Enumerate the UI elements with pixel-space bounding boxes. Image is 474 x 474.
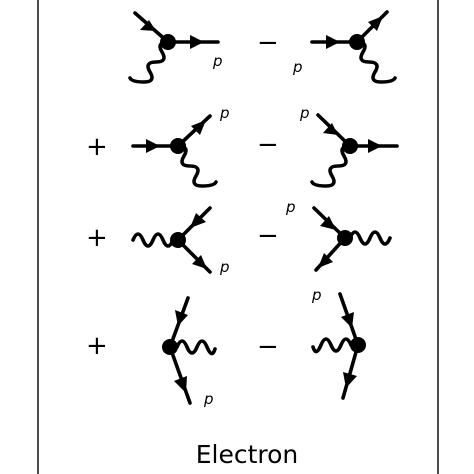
fermion-arrow xyxy=(146,139,160,153)
vertex-dot xyxy=(342,138,358,154)
fermion-arrow xyxy=(190,35,204,49)
momentum-label: p xyxy=(212,52,223,70)
minus-sign: − xyxy=(257,130,279,160)
row-3-left-vertex: p xyxy=(131,206,230,276)
fermion-arrow xyxy=(190,213,206,228)
momentum-label: p xyxy=(311,286,322,304)
photon-wavy-line xyxy=(355,40,397,84)
minus-sign: − xyxy=(257,332,279,362)
plus-sign: + xyxy=(86,132,108,162)
fermion-arrow xyxy=(341,312,354,328)
vertex-dot xyxy=(162,339,178,355)
fermion-arrow xyxy=(368,139,382,153)
momentum-label: p xyxy=(299,104,310,122)
plus-sign: + xyxy=(86,223,108,253)
photon-wavy-line xyxy=(310,144,352,188)
photon-wavy-line xyxy=(131,232,180,248)
momentum-label: p xyxy=(292,58,303,76)
photon-wavy-line xyxy=(343,230,392,246)
row-4-left-vertex: p xyxy=(162,296,217,408)
fermion-arrow xyxy=(175,310,188,326)
photon-wavy-line xyxy=(176,144,218,188)
vertex-dot xyxy=(170,138,186,154)
vertex-dot xyxy=(170,232,186,248)
photon-wavy-line xyxy=(311,337,360,354)
fermion-arrow xyxy=(343,372,357,388)
outgoing-fermion-line xyxy=(168,345,192,405)
fermion-arrow xyxy=(320,216,336,230)
row-2: + p − p xyxy=(86,104,399,188)
fermion-arrow xyxy=(140,20,156,31)
fermion-arrow xyxy=(368,16,383,31)
row-4: + p − p xyxy=(86,286,366,408)
plus-sign: + xyxy=(86,331,108,361)
momentum-label: p xyxy=(219,258,230,276)
fermion-arrow xyxy=(326,35,340,49)
row-3-right-vertex: p xyxy=(285,198,392,272)
fermion-arrow xyxy=(318,253,333,268)
minus-sign: − xyxy=(257,221,279,251)
row-2-left-vertex: p xyxy=(131,104,230,188)
fermion-arrow xyxy=(174,376,187,393)
fermion-arrow xyxy=(192,255,207,269)
vertex-dot xyxy=(160,34,176,50)
row-1: p − p xyxy=(128,10,397,84)
fermion-arrow xyxy=(323,123,338,135)
vertex-dot xyxy=(349,34,365,50)
momentum-label: p xyxy=(203,390,214,408)
row-4-right-vertex: p xyxy=(311,286,366,400)
momentum-label: p xyxy=(219,104,230,122)
row-2-right-vertex: p xyxy=(299,104,399,188)
row-1-right-vertex: p xyxy=(292,10,397,84)
photon-wavy-line xyxy=(168,339,217,356)
photon-wavy-line xyxy=(128,40,170,84)
row-1-left-vertex: p xyxy=(128,11,223,84)
diagram-caption: Electron xyxy=(196,440,299,469)
minus-sign: − xyxy=(257,28,279,58)
row-3: + p − p xyxy=(86,198,392,276)
outgoing-fermion-line xyxy=(341,343,360,400)
momentum-label: p xyxy=(285,198,296,216)
vertex-dot xyxy=(337,230,353,246)
fermion-arrow xyxy=(191,120,206,135)
vertex-dot xyxy=(350,337,366,353)
